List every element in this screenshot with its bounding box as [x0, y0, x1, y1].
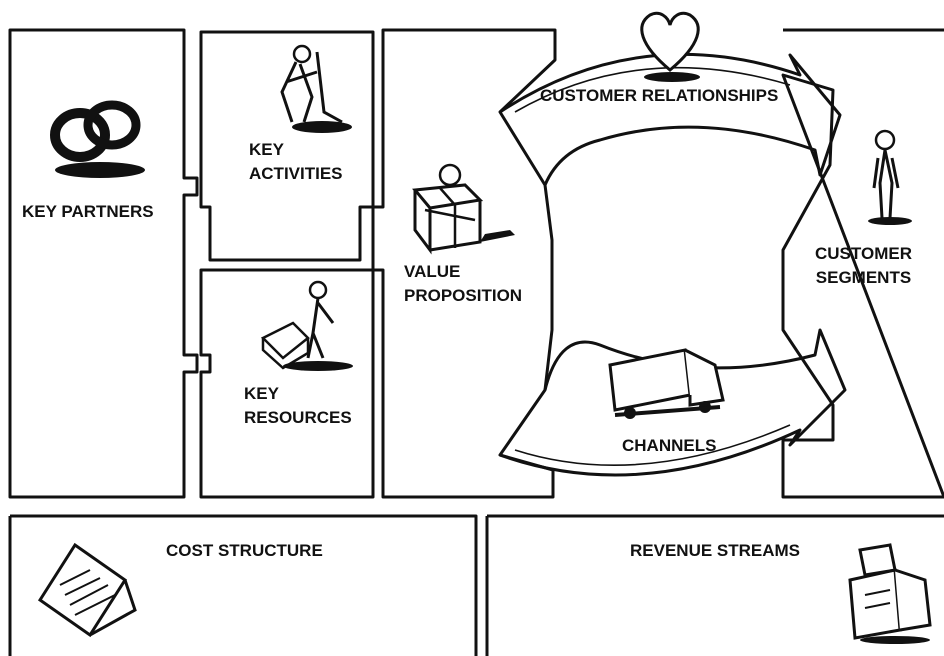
cash-register-icon — [848, 543, 932, 644]
revenue-streams-box — [485, 514, 944, 656]
heart-icon — [640, 11, 700, 82]
gift-box-icon — [412, 163, 515, 255]
key-partners-label: KEY PARTNERS — [22, 202, 154, 221]
bill-receipt-icon — [37, 542, 137, 638]
channels-label: CHANNELS — [622, 436, 717, 455]
key-partners-box — [8, 28, 199, 499]
cost-structure-box — [8, 514, 478, 656]
key-activities-box — [199, 30, 375, 262]
relationships-arrow — [499, 52, 842, 186]
channels-arrow — [499, 328, 847, 477]
delivery-truck-icon — [608, 348, 725, 419]
cost-structure-label: COST STRUCTURE — [166, 541, 323, 560]
value-proposition-label: VALUE PROPOSITION — [404, 262, 523, 305]
customer-relationships-label: CUSTOMER RELATIONSHIPS — [540, 86, 779, 105]
key-resources-box — [199, 268, 375, 499]
linked-rings-icon — [50, 100, 145, 178]
standing-person-icon — [868, 129, 912, 225]
key-activities-label: KEY ACTIVITIES — [249, 140, 343, 183]
key-resources-label: KEY RESOURCES — [244, 384, 352, 427]
worker-digging-icon — [280, 44, 352, 133]
revenue-streams-label: REVENUE STREAMS — [630, 541, 801, 560]
person-with-machine-icon — [260, 280, 353, 371]
customer-segments-label: CUSTOMER SEGMENTS — [815, 244, 912, 287]
